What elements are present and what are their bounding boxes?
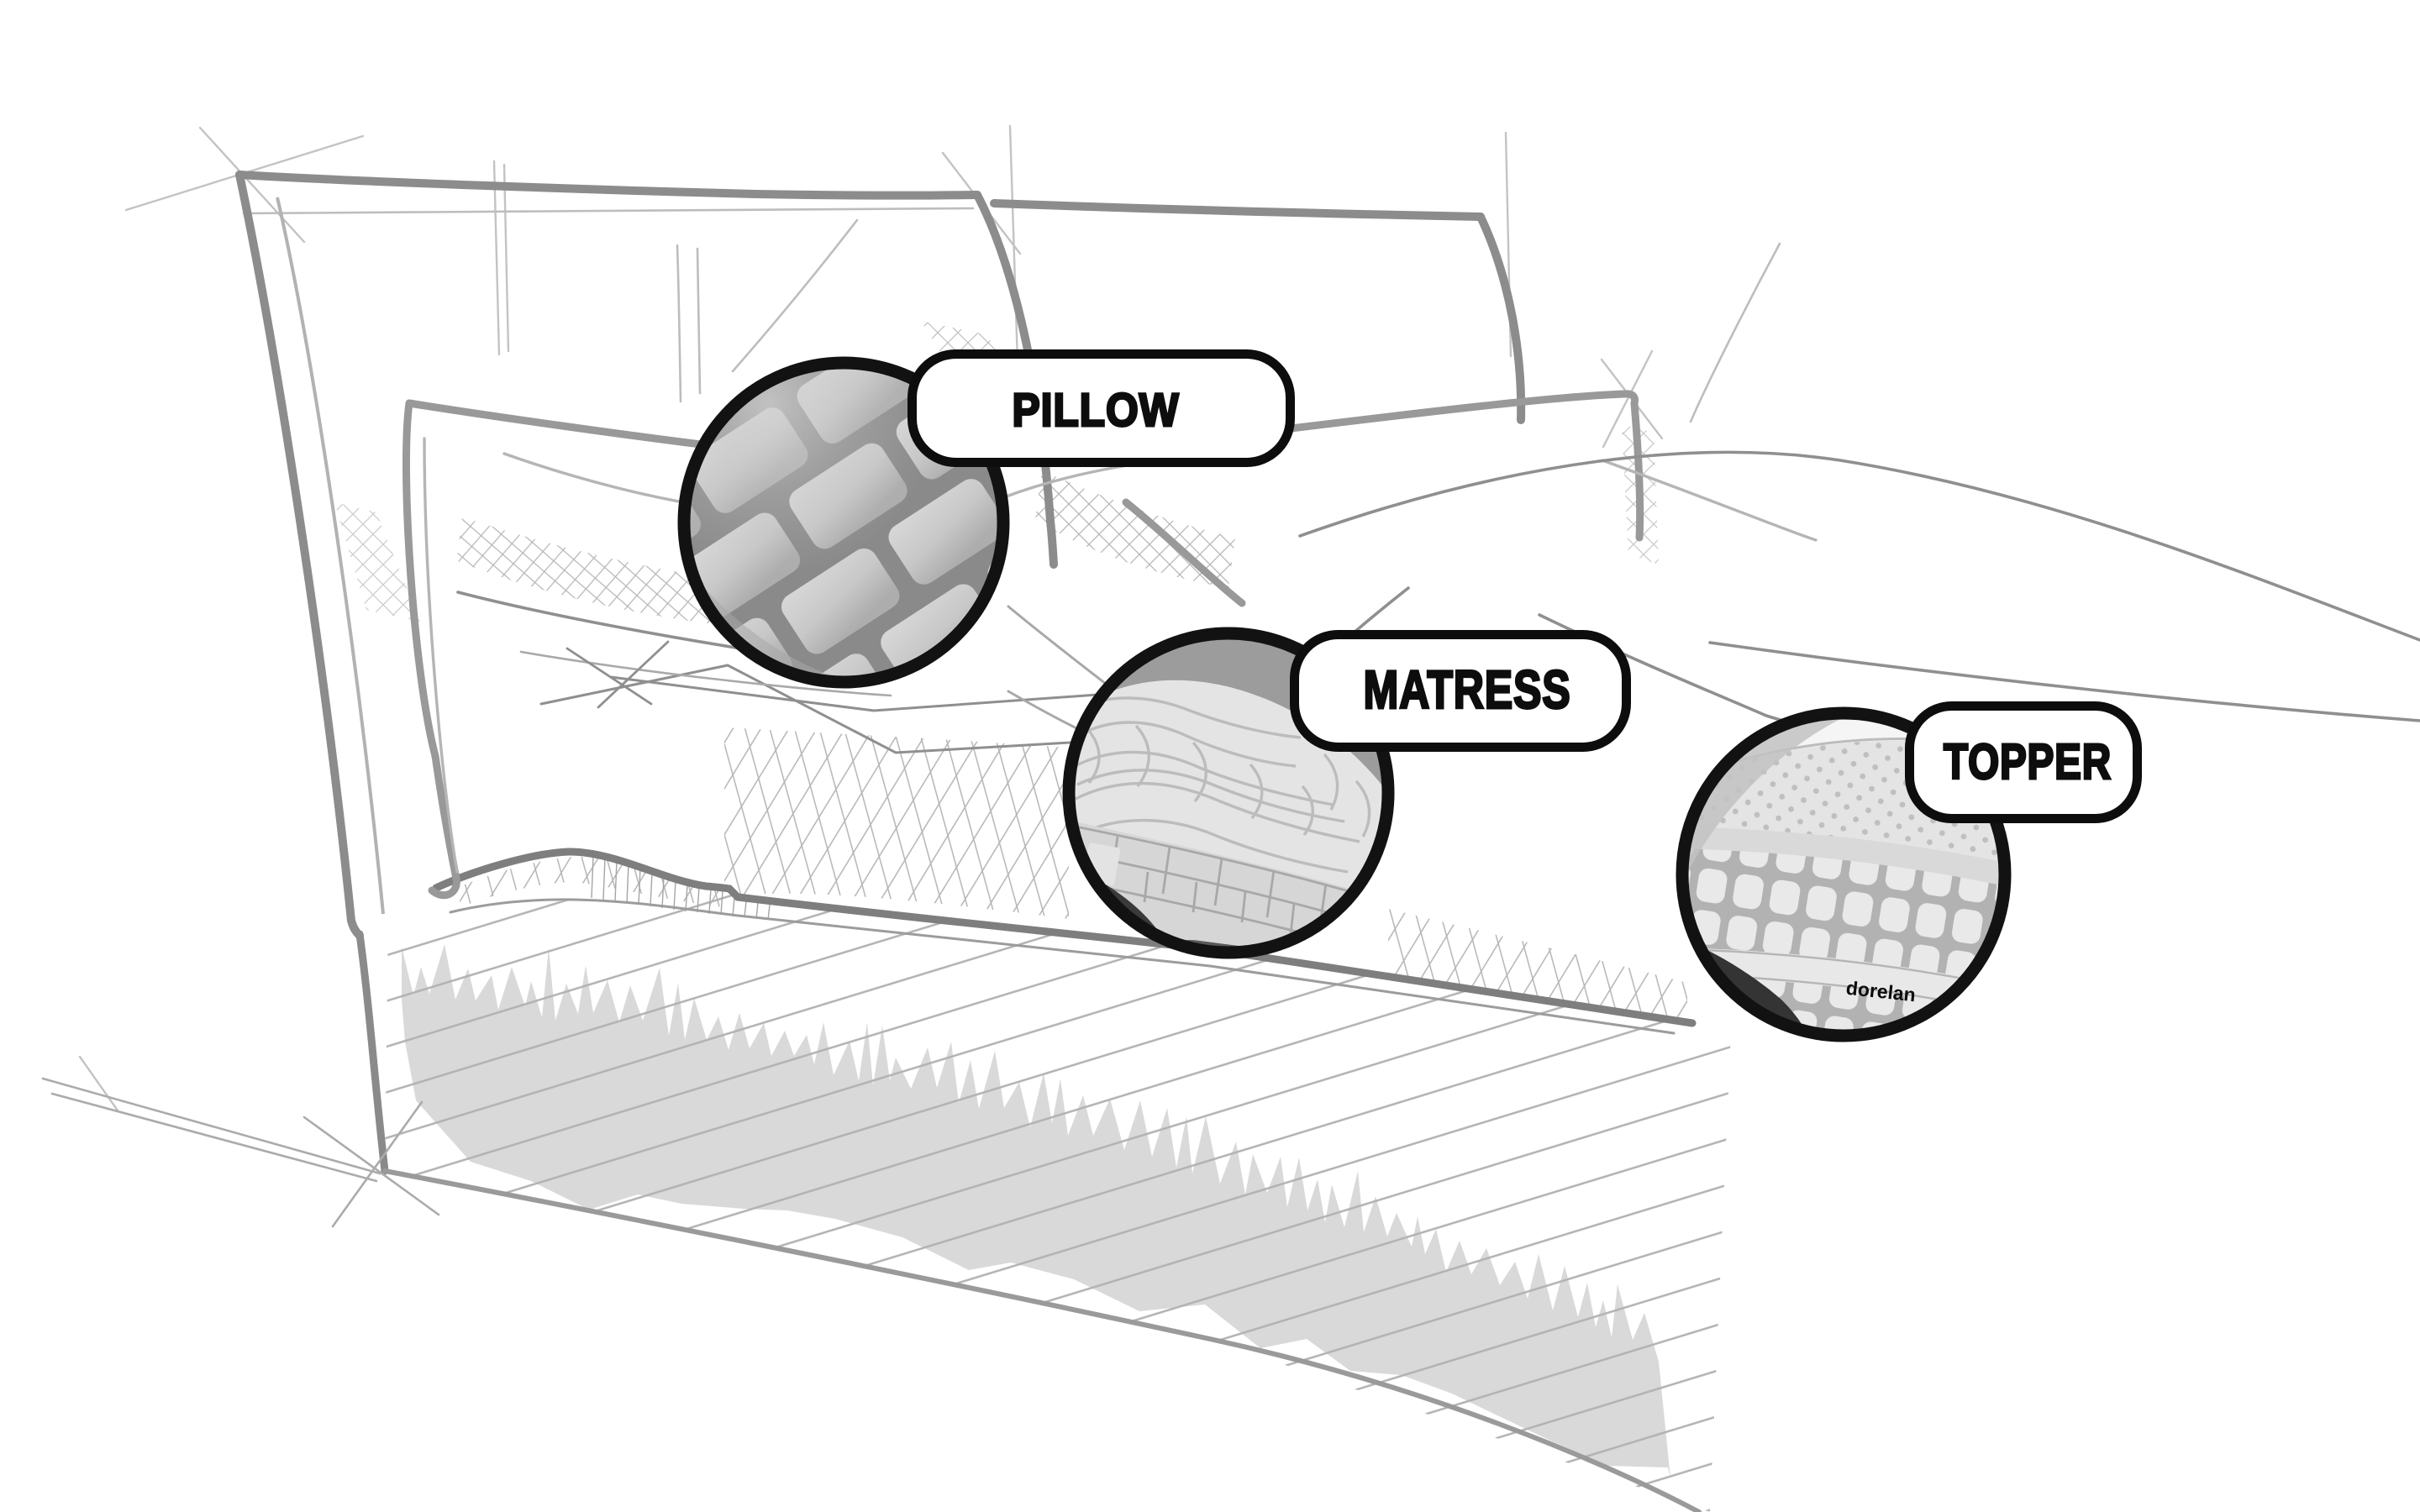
svg-text:TOPPER: TOPPER [1944, 734, 2112, 790]
svg-text:MATRESS: MATRESS [1364, 659, 1571, 720]
svg-text:PILLOW: PILLOW [1013, 383, 1180, 436]
